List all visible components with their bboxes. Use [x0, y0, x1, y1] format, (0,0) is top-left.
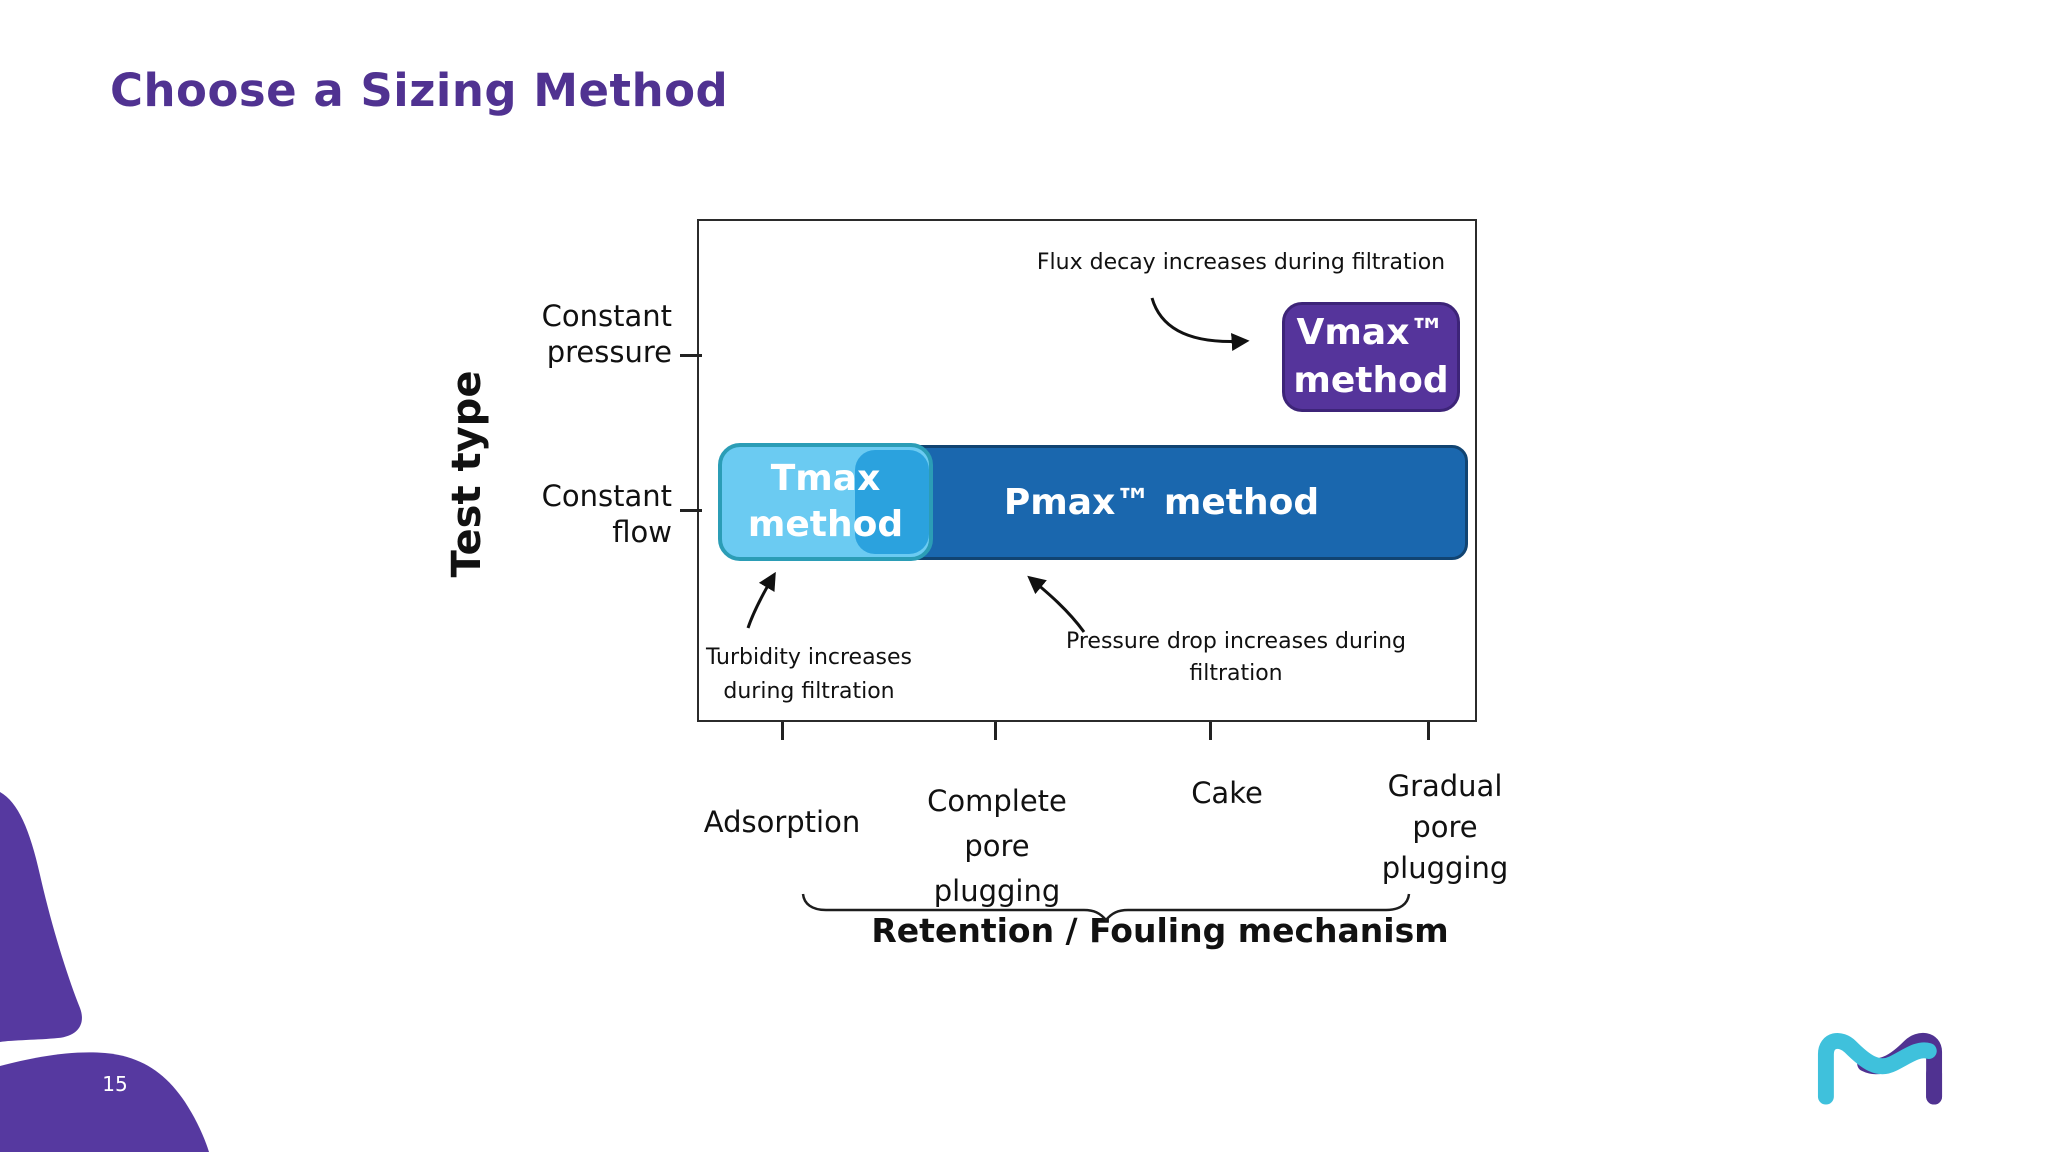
tmax-method-box: Tmax method	[718, 443, 933, 561]
decorative-purple-hill	[0, 1052, 209, 1152]
merck-logo-teal-stroke	[1817, 1033, 1937, 1105]
x-tick-mark	[1209, 722, 1212, 740]
y-tick-mark	[680, 354, 702, 357]
x-tick-line: pore	[964, 829, 1030, 863]
slide-title: Choose a Sizing Method	[110, 64, 729, 117]
y-tick-line: flow	[612, 515, 672, 549]
y-tick-mark	[680, 509, 702, 512]
annotation-line: filtration	[1189, 661, 1283, 686]
x-tick-label-complete-pore-plugging: Complete pore plugging	[877, 779, 1117, 914]
annotation-turbidity: Turbidity increases during filtration	[609, 641, 1009, 709]
y-tick-label-constant-flow: Constant flow	[420, 478, 672, 550]
x-tick-label-cake: Cake	[1107, 771, 1347, 816]
annotation-line: Turbidity increases	[705, 645, 913, 670]
merck-logo-purple-stroke	[1857, 1032, 1943, 1105]
decorative-purple-wedge	[0, 792, 82, 1042]
x-axis-title: Retention / Fouling mechanism	[871, 911, 1449, 950]
merck-logo	[1817, 1032, 1943, 1105]
x-tick-mark	[994, 722, 997, 740]
x-tick-line: Adsorption	[703, 805, 861, 839]
x-tick-line: Complete	[927, 784, 1067, 818]
x-tick-line: plugging	[933, 874, 1061, 908]
vmax-method-box: Vmax™ method	[1282, 302, 1460, 412]
annotation-pressure-drop: Pressure drop increases during filtratio…	[1036, 626, 1436, 690]
tmax-label-line: Tmax	[770, 458, 881, 499]
x-tick-line: plugging	[1381, 851, 1509, 885]
vmax-label-line: method	[1293, 360, 1449, 401]
x-tick-label-gradual-pore-plugging: Gradual pore plugging	[1325, 766, 1565, 889]
page-number: 15	[102, 1072, 128, 1096]
x-tick-line: Cake	[1191, 776, 1263, 810]
x-tick-line: Gradual	[1387, 769, 1503, 803]
tmax-label-line: method	[747, 504, 904, 545]
annotation-line: during filtration	[723, 679, 895, 704]
pmax-method-box: Pmax™ method	[855, 445, 1468, 560]
vmax-label-line: Vmax™	[1296, 312, 1446, 353]
pmax-method-label: Pmax™ method	[1003, 482, 1320, 523]
y-tick-label-constant-pressure: Constant pressure	[420, 298, 672, 370]
x-tick-line: pore	[1412, 810, 1478, 844]
tmax-method-label: Tmax method	[748, 456, 903, 548]
y-tick-line: Constant	[541, 299, 672, 333]
x-tick-mark	[781, 722, 784, 740]
annotation-line: Pressure drop increases during	[1065, 629, 1407, 654]
y-tick-line: Constant	[541, 479, 672, 513]
x-tick-label-adsorption: Adsorption	[662, 800, 902, 845]
y-tick-line: pressure	[546, 335, 672, 369]
tmax-pmax-overlap-region	[855, 450, 929, 554]
annotation-flux-decay: Flux decay increases during filtration	[841, 250, 1641, 275]
x-tick-mark	[1427, 722, 1430, 740]
annotation-line: Flux decay increases during filtration	[1036, 250, 1446, 275]
